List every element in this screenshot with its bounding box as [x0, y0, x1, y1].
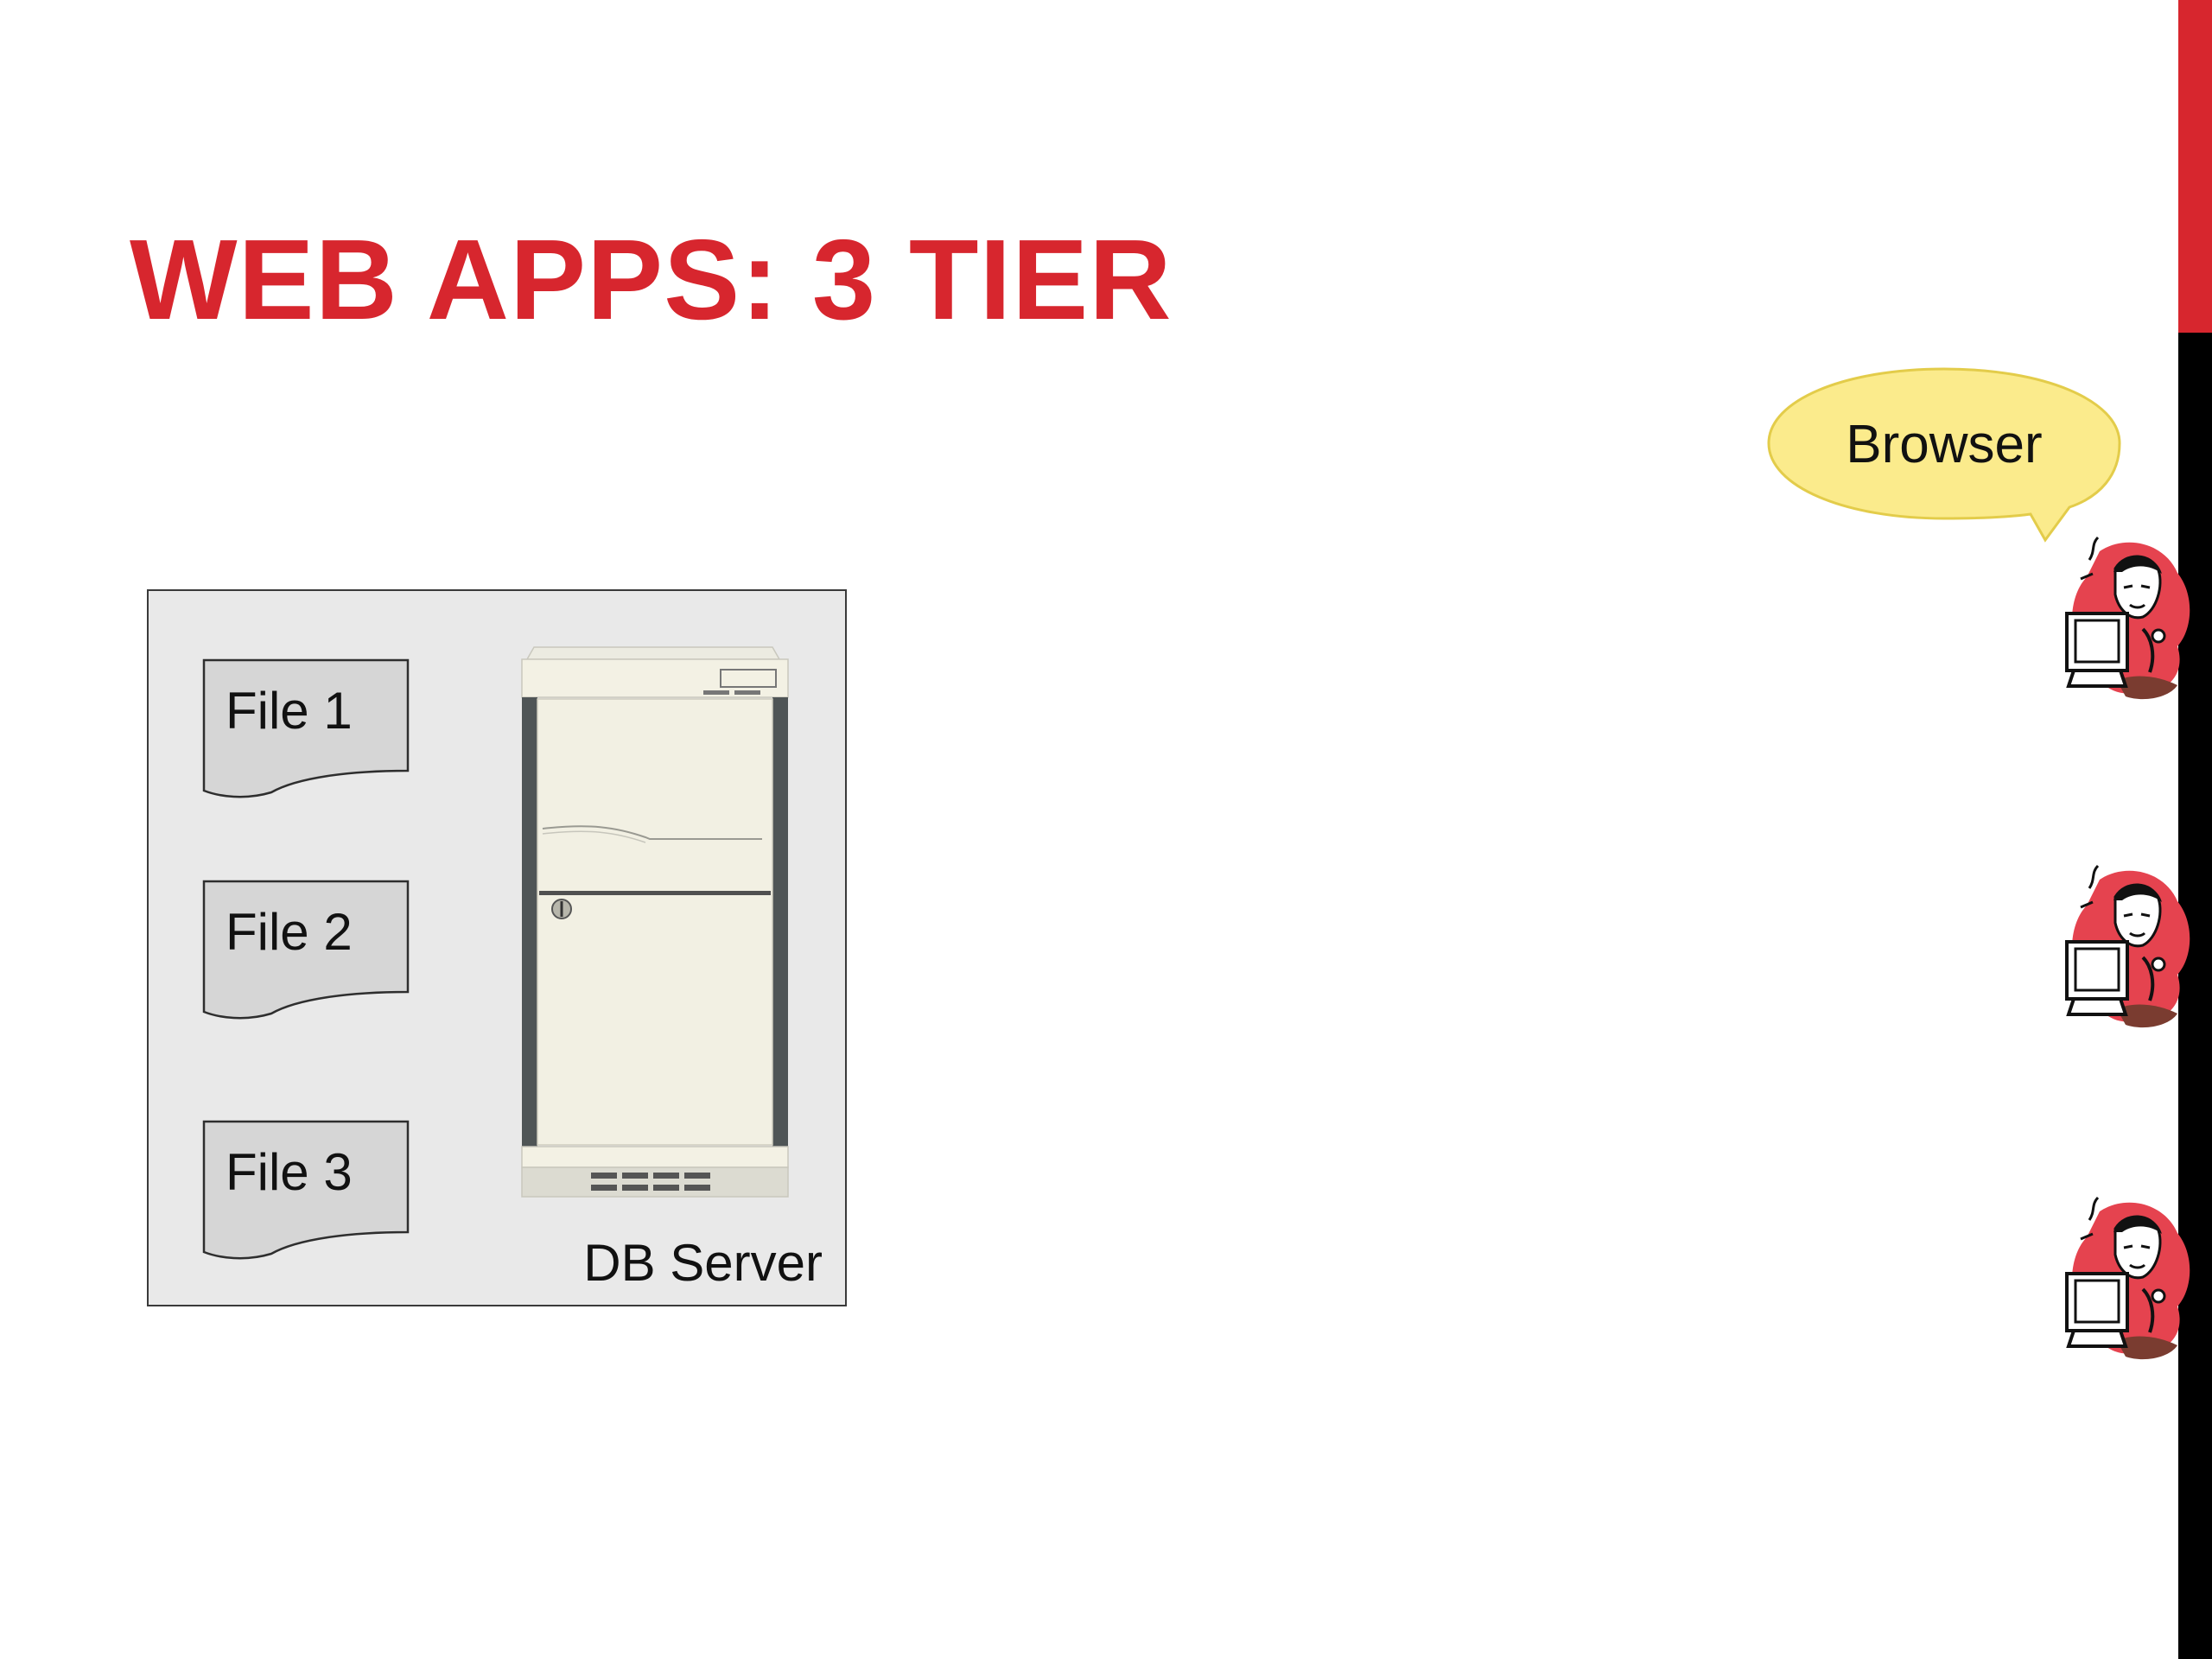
browser-speech-bubble: Browser [1767, 367, 2121, 543]
accent-bar [2178, 0, 2212, 333]
file-document: File 2 [202, 880, 410, 1022]
file-document: File 3 [202, 1120, 410, 1262]
db-server-label: DB Server [583, 1234, 823, 1292]
user-at-computer-icon [2065, 536, 2190, 700]
file-document: File 1 [202, 658, 410, 801]
side-bar [2178, 333, 2212, 1659]
document-shape [202, 1120, 410, 1260]
document-shape [202, 880, 410, 1020]
slide-title: WEB APPS: 3 TIER [130, 216, 1173, 343]
document-shape [202, 658, 410, 798]
user-at-computer-icon [2065, 1196, 2190, 1360]
db-server-box: File 1 File 2 File 3 [147, 589, 847, 1306]
user-at-computer-icon [2065, 864, 2190, 1028]
server-cabinet-icon [521, 646, 789, 1198]
speech-bubble-shape [1767, 367, 2121, 543]
file-label: File 1 [226, 682, 353, 740]
file-label: File 2 [226, 903, 353, 961]
browser-label: Browser [1846, 415, 2043, 474]
file-label: File 3 [226, 1143, 353, 1201]
